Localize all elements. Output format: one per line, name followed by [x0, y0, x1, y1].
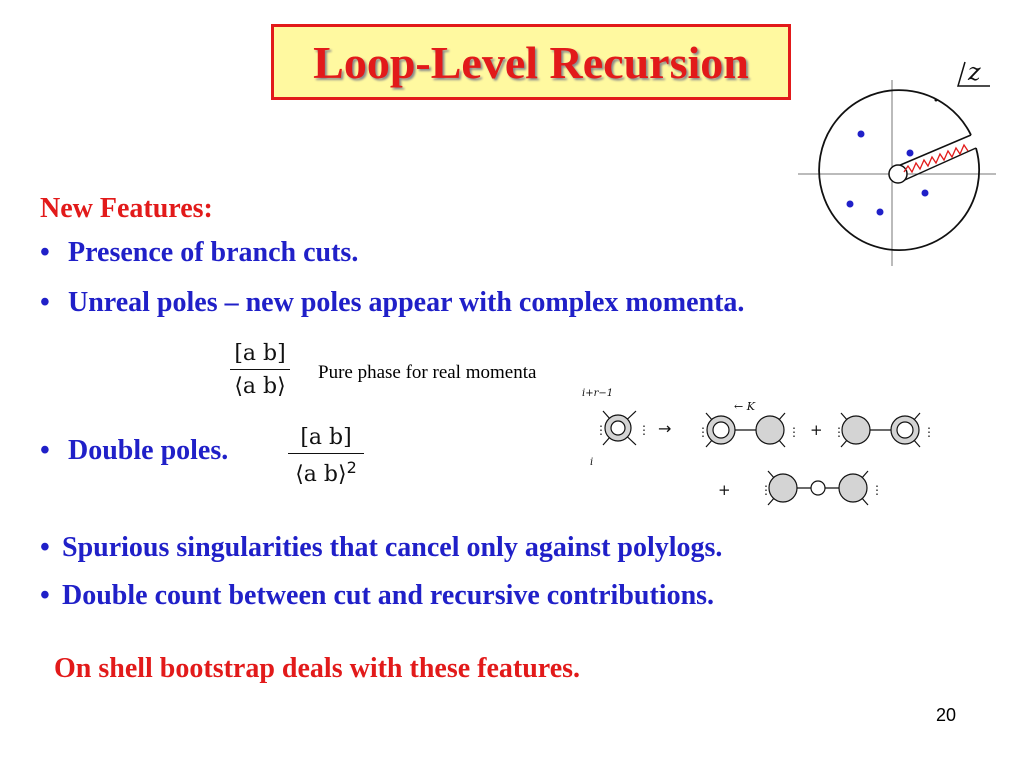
bullet-marker: •	[40, 580, 50, 611]
fraction-numerator: [a b]	[234, 341, 286, 366]
fraction-numerator: [a b]	[300, 425, 352, 450]
fraction-bar	[230, 369, 290, 370]
plus-sign: +	[810, 421, 823, 439]
svg-text:⋮: ⋮	[638, 423, 650, 437]
svg-text:⋮: ⋮	[760, 483, 772, 497]
page-number: 20	[936, 705, 957, 725]
loop-vertex: ⋮ ⋮	[595, 410, 650, 446]
momentum-label: ← K	[734, 400, 756, 413]
slide-title: Loop-Level Recursion	[313, 36, 749, 88]
cut-edge-top	[897, 134, 972, 167]
conclusion-text: On shell bootstrap deals with these feat…	[54, 653, 581, 684]
spinor-ratio-fraction: [a b] ⟨a b⟩	[230, 343, 290, 398]
bullet-text: Double poles.	[68, 435, 229, 466]
pole-dot	[846, 200, 854, 208]
maps-to-arrow: →	[658, 419, 671, 438]
svg-text:⋮: ⋮	[923, 425, 935, 439]
z-label-frame	[957, 61, 990, 87]
contour-marker-dot	[934, 98, 938, 102]
fraction-denominator-base: ⟨a b⟩	[295, 462, 347, 487]
svg-text:⋮: ⋮	[788, 425, 800, 439]
top-index-label: i+r−1	[582, 388, 613, 399]
bullet-marker: •	[40, 287, 50, 318]
fraction-denominator: ⟨a b⟩2	[288, 454, 364, 486]
term-loop-tree: ⋮ ⋮	[697, 412, 800, 448]
bullet-spurious-singularities: • Spurious singularities that cancel only…	[40, 532, 722, 564]
bullet-text: Double count between cut and recursive c…	[62, 580, 715, 611]
pure-phase-note: Pure phase for real momenta	[318, 362, 537, 383]
z-variable-label: z	[967, 58, 981, 86]
bullet-marker: •	[40, 532, 50, 563]
double-pole-fraction: [a b] ⟨a b⟩2	[288, 427, 364, 486]
bullet-text: Spurious singularities that cancel only …	[62, 532, 723, 563]
bottom-index-label: i	[590, 457, 593, 468]
term-double-pole: ⋮ ⋮	[760, 470, 883, 506]
bullet-text: Presence of branch cuts.	[68, 237, 359, 268]
bullet-marker: •	[40, 435, 50, 466]
fraction-denominator: ⟨a b⟩	[234, 374, 286, 399]
branch-cut-zigzag	[903, 143, 969, 174]
bullet-branch-cuts: • Presence of branch cuts.	[40, 237, 358, 269]
cut-endpoint-circle	[888, 164, 908, 184]
fraction-bar	[288, 453, 364, 454]
svg-text:⋮: ⋮	[871, 483, 883, 497]
pole-dot	[921, 189, 929, 197]
svg-text:⋮: ⋮	[697, 425, 709, 439]
title-box: Loop-Level Recursion	[271, 24, 791, 100]
pole-dot	[876, 208, 884, 216]
pole-dot	[906, 149, 914, 157]
bullet-double-count: • Double count between cut and recursive …	[40, 580, 714, 612]
cut-edge-bottom	[897, 147, 977, 184]
svg-text:⋮: ⋮	[833, 425, 845, 439]
bullet-marker: •	[40, 237, 50, 268]
plus-sign: +	[718, 481, 731, 499]
term-tree-loop: ⋮ ⋮	[833, 412, 935, 448]
bullet-unreal-poles: • Unreal poles – new poles appear with co…	[40, 287, 744, 319]
bullet-text: Unreal poles – new poles appear with com…	[68, 287, 745, 318]
bullet-double-poles: • Double poles.	[40, 435, 228, 467]
contour-circle	[818, 89, 981, 252]
new-features-heading: New Features:	[40, 193, 213, 224]
z-plane-diagram: z	[798, 58, 996, 266]
svg-text:⋮: ⋮	[595, 423, 607, 437]
fraction-exponent: 2	[346, 458, 357, 477]
recursion-diagram: i+r−1 i ⋮ ⋮ → ← K ⋮ ⋮ + ⋮ ⋮ +	[582, 388, 935, 506]
pole-dot	[857, 130, 865, 138]
